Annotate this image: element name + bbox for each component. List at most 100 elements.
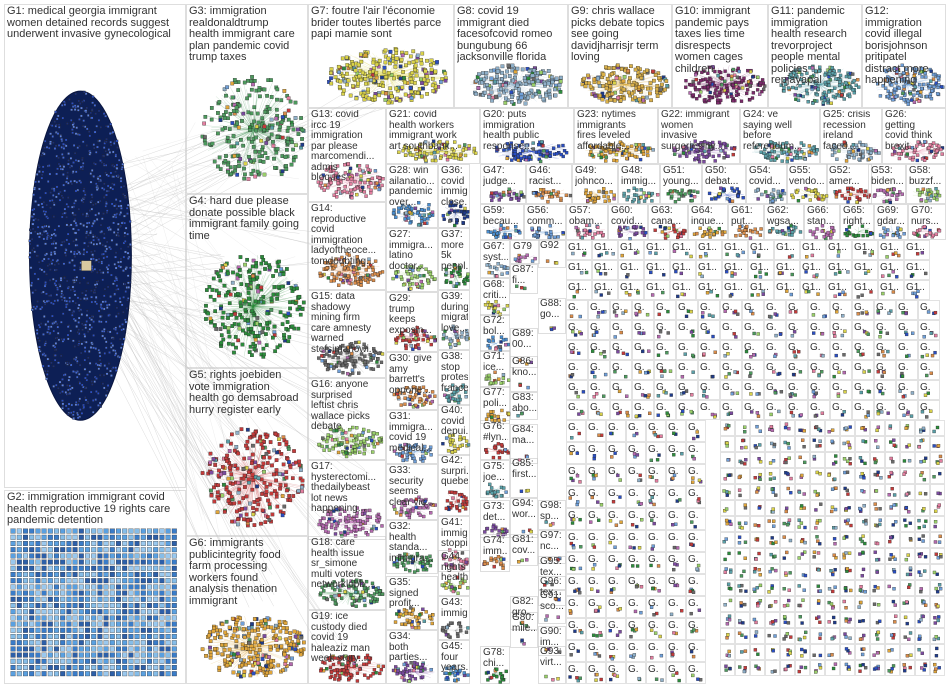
- grid-node: [110, 603, 115, 608]
- node: [270, 118, 273, 121]
- node: [553, 88, 556, 91]
- node: [103, 163, 105, 165]
- grid-node: [23, 653, 28, 658]
- grid-node: [85, 554, 90, 559]
- node: [708, 66, 711, 69]
- grid-node: [36, 665, 41, 670]
- node: [407, 61, 410, 64]
- node: [341, 74, 344, 77]
- node: [364, 54, 367, 57]
- node: [606, 77, 609, 80]
- node: [36, 245, 38, 247]
- grid-node: [54, 671, 59, 676]
- node: [726, 95, 729, 98]
- node: [95, 296, 97, 298]
- node: [109, 331, 111, 333]
- node: [613, 99, 616, 102]
- grid-node: [166, 597, 171, 602]
- node: [243, 636, 246, 639]
- node: [266, 499, 269, 502]
- node: [77, 160, 79, 162]
- grid-node: [104, 665, 109, 670]
- grid-node: [36, 541, 41, 546]
- grid-node: [60, 628, 65, 633]
- node: [708, 82, 711, 85]
- grid-node: [122, 578, 127, 583]
- node: [255, 637, 258, 640]
- node: [91, 383, 93, 385]
- node: [120, 347, 122, 349]
- node: [262, 667, 265, 670]
- node: [87, 234, 89, 236]
- grid-node: [85, 572, 90, 577]
- node: [265, 452, 268, 455]
- node: [62, 197, 64, 199]
- node: [82, 162, 84, 164]
- node: [737, 87, 740, 90]
- grid-node: [29, 665, 34, 670]
- grid-node: [166, 529, 171, 534]
- grid-node: [67, 578, 72, 583]
- node: [50, 362, 52, 364]
- node: [638, 98, 641, 101]
- grid-node: [141, 578, 146, 583]
- node: [50, 251, 52, 253]
- node: [282, 336, 285, 339]
- grid-node: [116, 566, 121, 571]
- node: [613, 81, 616, 84]
- node: [818, 66, 821, 69]
- node: [99, 355, 101, 357]
- node: [410, 80, 413, 83]
- grid-node: [98, 647, 103, 652]
- node: [731, 83, 734, 86]
- node: [228, 127, 231, 130]
- grid-node: [54, 529, 59, 534]
- node: [120, 211, 122, 213]
- node: [87, 402, 89, 404]
- node: [67, 338, 69, 340]
- node: [66, 362, 68, 364]
- node: [222, 311, 225, 314]
- node: [439, 80, 442, 83]
- node: [83, 333, 85, 335]
- node: [229, 293, 232, 296]
- node: [106, 212, 108, 214]
- node: [232, 134, 235, 137]
- node: [623, 75, 626, 78]
- node: [44, 354, 46, 356]
- node: [107, 268, 109, 270]
- grid-node: [160, 541, 165, 546]
- node: [98, 349, 100, 351]
- node: [63, 263, 65, 265]
- node: [607, 81, 610, 84]
- node: [231, 271, 234, 274]
- node: [72, 124, 74, 126]
- node: [210, 118, 213, 121]
- node: [516, 67, 519, 70]
- node: [116, 167, 118, 169]
- node: [239, 514, 242, 517]
- node: [29, 240, 31, 242]
- grid-node: [11, 671, 16, 676]
- node: [737, 81, 740, 84]
- node: [208, 646, 211, 649]
- grid-node: [98, 671, 103, 676]
- node: [475, 79, 478, 82]
- grid-node: [135, 671, 140, 676]
- grid-node: [29, 529, 34, 534]
- node: [63, 277, 65, 279]
- node: [34, 273, 36, 275]
- node: [602, 73, 605, 76]
- grid-node: [141, 554, 146, 559]
- node: [727, 74, 730, 77]
- node: [46, 300, 48, 302]
- node: [64, 374, 66, 376]
- node: [233, 449, 236, 452]
- node: [30, 232, 32, 234]
- node: [117, 261, 119, 263]
- grid-node: [29, 647, 34, 652]
- grid-node: [160, 634, 165, 639]
- node: [213, 324, 216, 327]
- node: [257, 89, 260, 92]
- node: [219, 279, 222, 282]
